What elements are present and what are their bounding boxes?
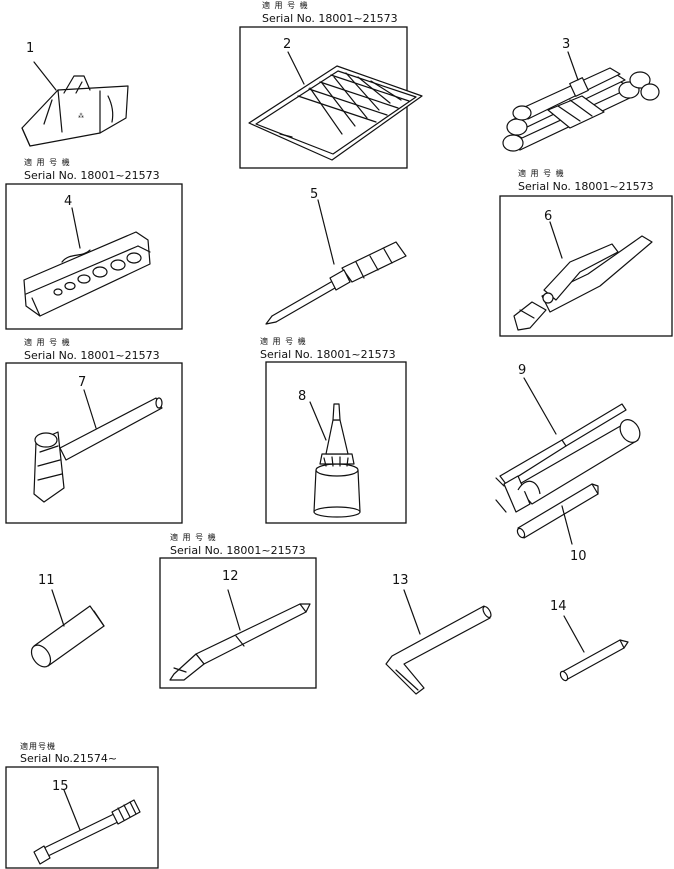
part-8-number: 8	[298, 389, 306, 404]
part-2-applicability-label: 適 用 号 機	[262, 0, 309, 10]
part-12-applicability-label: 適 用 号 機	[170, 532, 217, 542]
part-1-number: 1	[26, 41, 34, 56]
part-15-wrench-box: 適用号機 Serial No.21574~ 15	[5, 741, 159, 869]
part-2-serial: Serial No. 18001~21573	[262, 12, 398, 25]
part-11-number: 11	[38, 573, 55, 588]
part-8-oiler-box: 適 用 号 機 Serial No. 18001~21573 8	[260, 336, 407, 524]
bag-logo: ⁂	[78, 113, 84, 120]
part-5-number: 5	[310, 187, 318, 202]
part-15-number: 15	[52, 779, 69, 794]
part-13-number: 13	[392, 573, 409, 588]
part-2-number: 2	[283, 37, 291, 52]
part-6-serial: Serial No. 18001~21573	[518, 180, 654, 193]
part-7-frame	[5, 362, 183, 524]
part-6-number: 6	[544, 209, 552, 224]
part-9-number: 9	[518, 363, 526, 378]
part-4-serial: Serial No. 18001~21573	[24, 169, 160, 182]
part-14-pin: 14	[550, 599, 629, 682]
part-11-extension-bar: 11	[30, 573, 105, 668]
part-8-applicability-label: 適 用 号 機	[260, 336, 307, 346]
part-8-serial: Serial No. 18001~21573	[260, 348, 396, 361]
part-5-screwdriver: 5	[265, 187, 407, 325]
part-13-hex-wrench: 13	[385, 573, 492, 695]
part-14-number: 14	[550, 599, 567, 614]
part-6-applicability-label: 適 用 号 機	[518, 168, 565, 178]
part-15-serial: Serial No.21574~	[20, 752, 117, 765]
part-8-frame	[265, 361, 407, 524]
part-3-wrench-set: 3	[502, 37, 660, 152]
part-12-bar-box: 適 用 号 機 Serial No. 18001~21573 12	[159, 532, 317, 689]
part-12-serial: Serial No. 18001~21573	[170, 544, 306, 557]
part-10-number: 10	[570, 549, 587, 564]
part-9-grease-gun: 9	[495, 363, 641, 513]
part-1-tool-bag: ⁂ 1	[21, 41, 129, 147]
part-10-grease-gun-nozzle: 10	[516, 483, 599, 564]
part-15-applicability-label: 適用号機	[20, 741, 56, 751]
part-7-number: 7	[78, 375, 86, 390]
part-7-hammer-box: 適 用 号 機 Serial No. 18001~21573 7	[5, 337, 183, 524]
part-15-frame	[5, 766, 159, 869]
part-12-frame	[159, 557, 317, 689]
part-12-number: 12	[222, 569, 239, 584]
part-4-number: 4	[64, 194, 72, 209]
part-7-serial: Serial No. 18001~21573	[24, 349, 160, 362]
part-4-socket-set-box: 適 用 号 機 Serial No. 18001~21573 4	[5, 157, 183, 330]
part-6-pliers-box: 適 用 号 機 Serial No. 18001~21573 6	[499, 168, 673, 337]
part-7-applicability-label: 適 用 号 機	[24, 337, 71, 347]
part-4-frame	[5, 183, 183, 330]
part-4-applicability-label: 適 用 号 機	[24, 157, 71, 167]
part-2-parts-book-box: 適 用 号 機 Serial No. 18001~21573 2	[239, 0, 423, 169]
part-6-frame	[499, 195, 673, 337]
part-3-number: 3	[562, 37, 570, 52]
